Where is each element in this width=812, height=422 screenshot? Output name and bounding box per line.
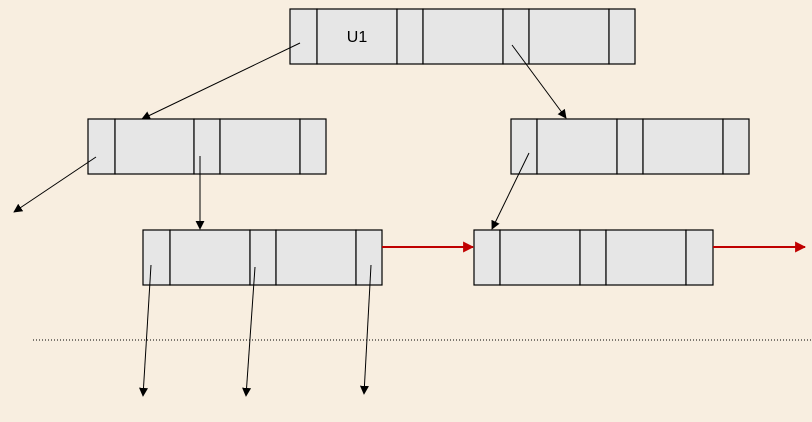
- internal-node-right: [510, 118, 750, 175]
- root-key-3: [528, 8, 610, 65]
- leaf-node-left: [142, 229, 383, 286]
- leaf2-next-pointer: [685, 229, 714, 286]
- leaf1-record-arrow-2: [242, 266, 256, 397]
- leaf1-next-pointer: [355, 229, 383, 286]
- root-pointer-1: [289, 8, 318, 65]
- left-node-outgoing-arrow: [13, 156, 97, 213]
- leaf1-key-2: [275, 229, 357, 286]
- leaf2-key-2: [605, 229, 687, 286]
- root-pointer-3: [502, 8, 530, 65]
- leaf2-pointer-2: [579, 229, 607, 286]
- leaf2-key-1: [499, 229, 581, 286]
- root-node: U1: [289, 8, 636, 65]
- leaf2-pointer-1: [473, 229, 501, 286]
- left-key-1: [114, 118, 195, 175]
- root-key-2: [422, 8, 504, 65]
- leaf-node-right: [473, 229, 714, 286]
- root-to-right-arrow: [511, 44, 567, 119]
- left-pointer-1: [87, 118, 116, 175]
- leaf1-key-1: [169, 229, 251, 286]
- root-key-label: U1: [347, 29, 368, 46]
- leaf1-pointer-1: [142, 229, 171, 286]
- right-to-leaf-arrow: [491, 152, 530, 230]
- internal-node-left: [87, 118, 327, 175]
- root-key-1: [316, 8, 398, 65]
- leaf1-record-arrow-1: [139, 264, 152, 397]
- right-pointer-1: [510, 118, 538, 175]
- root-to-left-arrow: [141, 42, 301, 120]
- root-pointer-4: [608, 8, 636, 65]
- left-pointer-2: [193, 118, 221, 175]
- root-pointer-2: [396, 8, 424, 65]
- right-pointer-3: [722, 118, 750, 175]
- left-pointer-3: [299, 118, 327, 175]
- right-key-1: [536, 118, 618, 175]
- right-key-2: [642, 118, 724, 175]
- leaf1-record-arrow-3: [359, 264, 372, 395]
- right-pointer-2: [616, 118, 644, 175]
- left-key-2: [219, 118, 301, 175]
